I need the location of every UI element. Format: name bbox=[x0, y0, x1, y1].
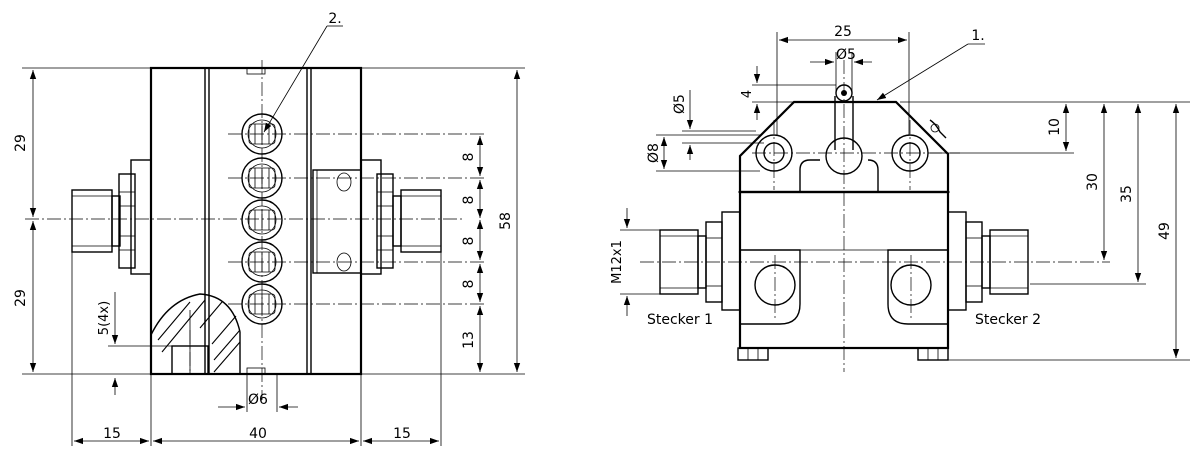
dim-left-connector: 15 bbox=[103, 426, 121, 442]
dim-left-bottom: 29 bbox=[13, 289, 29, 307]
dim-dia-5-top: Ø5 bbox=[836, 47, 856, 63]
callout-1: 1. bbox=[971, 28, 984, 44]
dim-bottom-13: 13 bbox=[461, 331, 477, 349]
dim-dia-5-side: Ø5 bbox=[672, 94, 688, 114]
dim-35: 35 bbox=[1119, 185, 1135, 203]
dim-left-top: 29 bbox=[13, 134, 29, 152]
dim-hole-dia: Ø6 bbox=[248, 392, 268, 408]
dim-hole-depth: 5(4x) bbox=[97, 301, 112, 335]
dim-dia-8: Ø8 bbox=[646, 143, 662, 163]
dim-body-width: 40 bbox=[249, 426, 267, 442]
right-connector bbox=[312, 159, 442, 275]
callout-2: 2. bbox=[328, 11, 341, 27]
valve-body bbox=[149, 66, 363, 376]
label-plug-2: Stecker 2 bbox=[975, 312, 1041, 328]
dim-total-height: 58 bbox=[498, 212, 514, 230]
dim-49: 49 bbox=[1157, 222, 1173, 240]
plug-1 bbox=[659, 211, 741, 311]
dim-right-connector: 15 bbox=[393, 426, 411, 442]
dim-thread: M12x1 bbox=[610, 240, 625, 284]
dim-pitch-2: 8 bbox=[461, 196, 477, 205]
dim-30: 30 bbox=[1085, 173, 1101, 191]
dim-pitch-4: 8 bbox=[461, 280, 477, 289]
dim-pitch-1: 8 bbox=[461, 153, 477, 162]
hatched-section bbox=[150, 293, 241, 375]
dim-width-25: 25 bbox=[834, 24, 852, 40]
dim-4: 4 bbox=[740, 90, 755, 98]
side-view: 25 Ø5 4 Ø5 Ø8 10 30 35 bbox=[610, 24, 1190, 372]
dim-10: 10 bbox=[1047, 118, 1063, 136]
left-connector bbox=[71, 159, 152, 275]
plug-2 bbox=[947, 211, 1029, 311]
dim-pitch-3: 8 bbox=[461, 237, 477, 246]
front-view: 29 29 8 8 8 8 13 58 5(4x) Ø6 bbox=[13, 11, 525, 446]
label-plug-1: Stecker 1 bbox=[647, 312, 713, 328]
